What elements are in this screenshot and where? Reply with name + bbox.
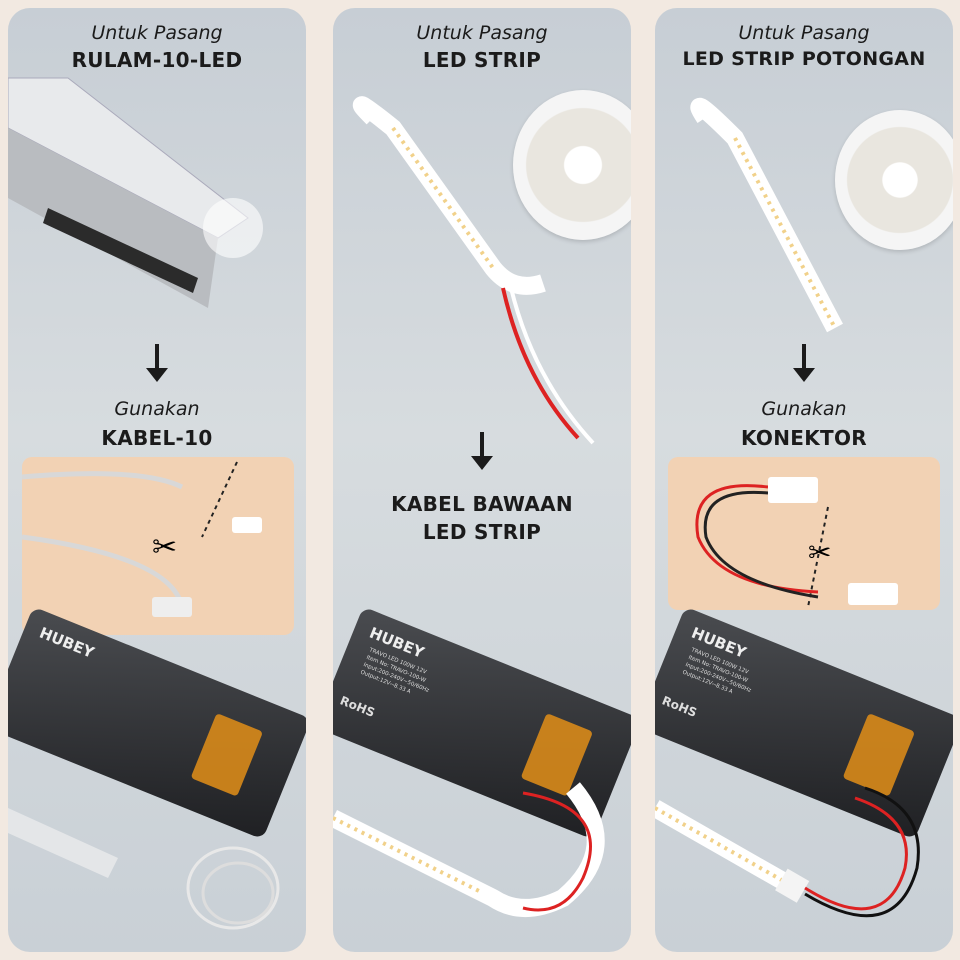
connector-title: KONEKTOR bbox=[741, 426, 867, 450]
product-title: LED STRIP bbox=[422, 48, 542, 72]
led-driver-image: HUBEY bbox=[8, 606, 306, 840]
led-strip-connection-image bbox=[655, 786, 920, 918]
reel-icon bbox=[513, 90, 631, 240]
down-arrow-icon bbox=[793, 344, 815, 382]
cable-title-line-1: KABEL BAWAAN bbox=[391, 492, 573, 516]
product-title: LED STRIP POTONGAN bbox=[682, 48, 926, 70]
aluminium-profile-image bbox=[8, 77, 263, 308]
cable-title: KABEL-10 bbox=[101, 426, 213, 450]
led-strip-reel-image bbox=[690, 97, 843, 333]
scissors-icon: ✂ bbox=[152, 530, 177, 565]
led-strip-reel-image bbox=[352, 96, 595, 445]
konektor-image: ✂ bbox=[668, 457, 940, 610]
profile-with-cable-image bbox=[8, 808, 280, 930]
untuk-pasang-label: Untuk Pasang bbox=[416, 22, 548, 44]
kabel-10-image: ✂ bbox=[22, 457, 294, 635]
reel-icon bbox=[835, 110, 953, 250]
product-title: RULAM-10-LED bbox=[71, 48, 243, 72]
down-arrow-icon bbox=[146, 344, 168, 382]
untuk-pasang-label: Untuk Pasang bbox=[91, 22, 223, 44]
rohs-mark: RoHS bbox=[660, 693, 699, 720]
cable-title-line-2: LED STRIP bbox=[422, 520, 542, 544]
down-arrow-icon bbox=[471, 432, 493, 470]
driver-brand: HUBEY bbox=[36, 623, 97, 662]
panel-rulam-10-led: Untuk Pasang RULAM-10-LED Gunakan KABEL-… bbox=[8, 8, 306, 952]
panel-led-strip: Untuk Pasang LED STRIP KABEL BAWAAN LED … bbox=[333, 8, 631, 952]
panel-led-strip-potongan: Untuk Pasang LED STRIP POTONGAN Gunakan … bbox=[655, 8, 953, 952]
untuk-pasang-label: Untuk Pasang bbox=[738, 22, 870, 44]
rohs-mark: RoHS bbox=[338, 693, 377, 720]
led-strip-connection-image bbox=[333, 782, 605, 917]
gunakan-label: Gunakan bbox=[761, 398, 847, 420]
gunakan-label: Gunakan bbox=[114, 398, 200, 420]
scissors-icon: ✂ bbox=[808, 536, 831, 569]
